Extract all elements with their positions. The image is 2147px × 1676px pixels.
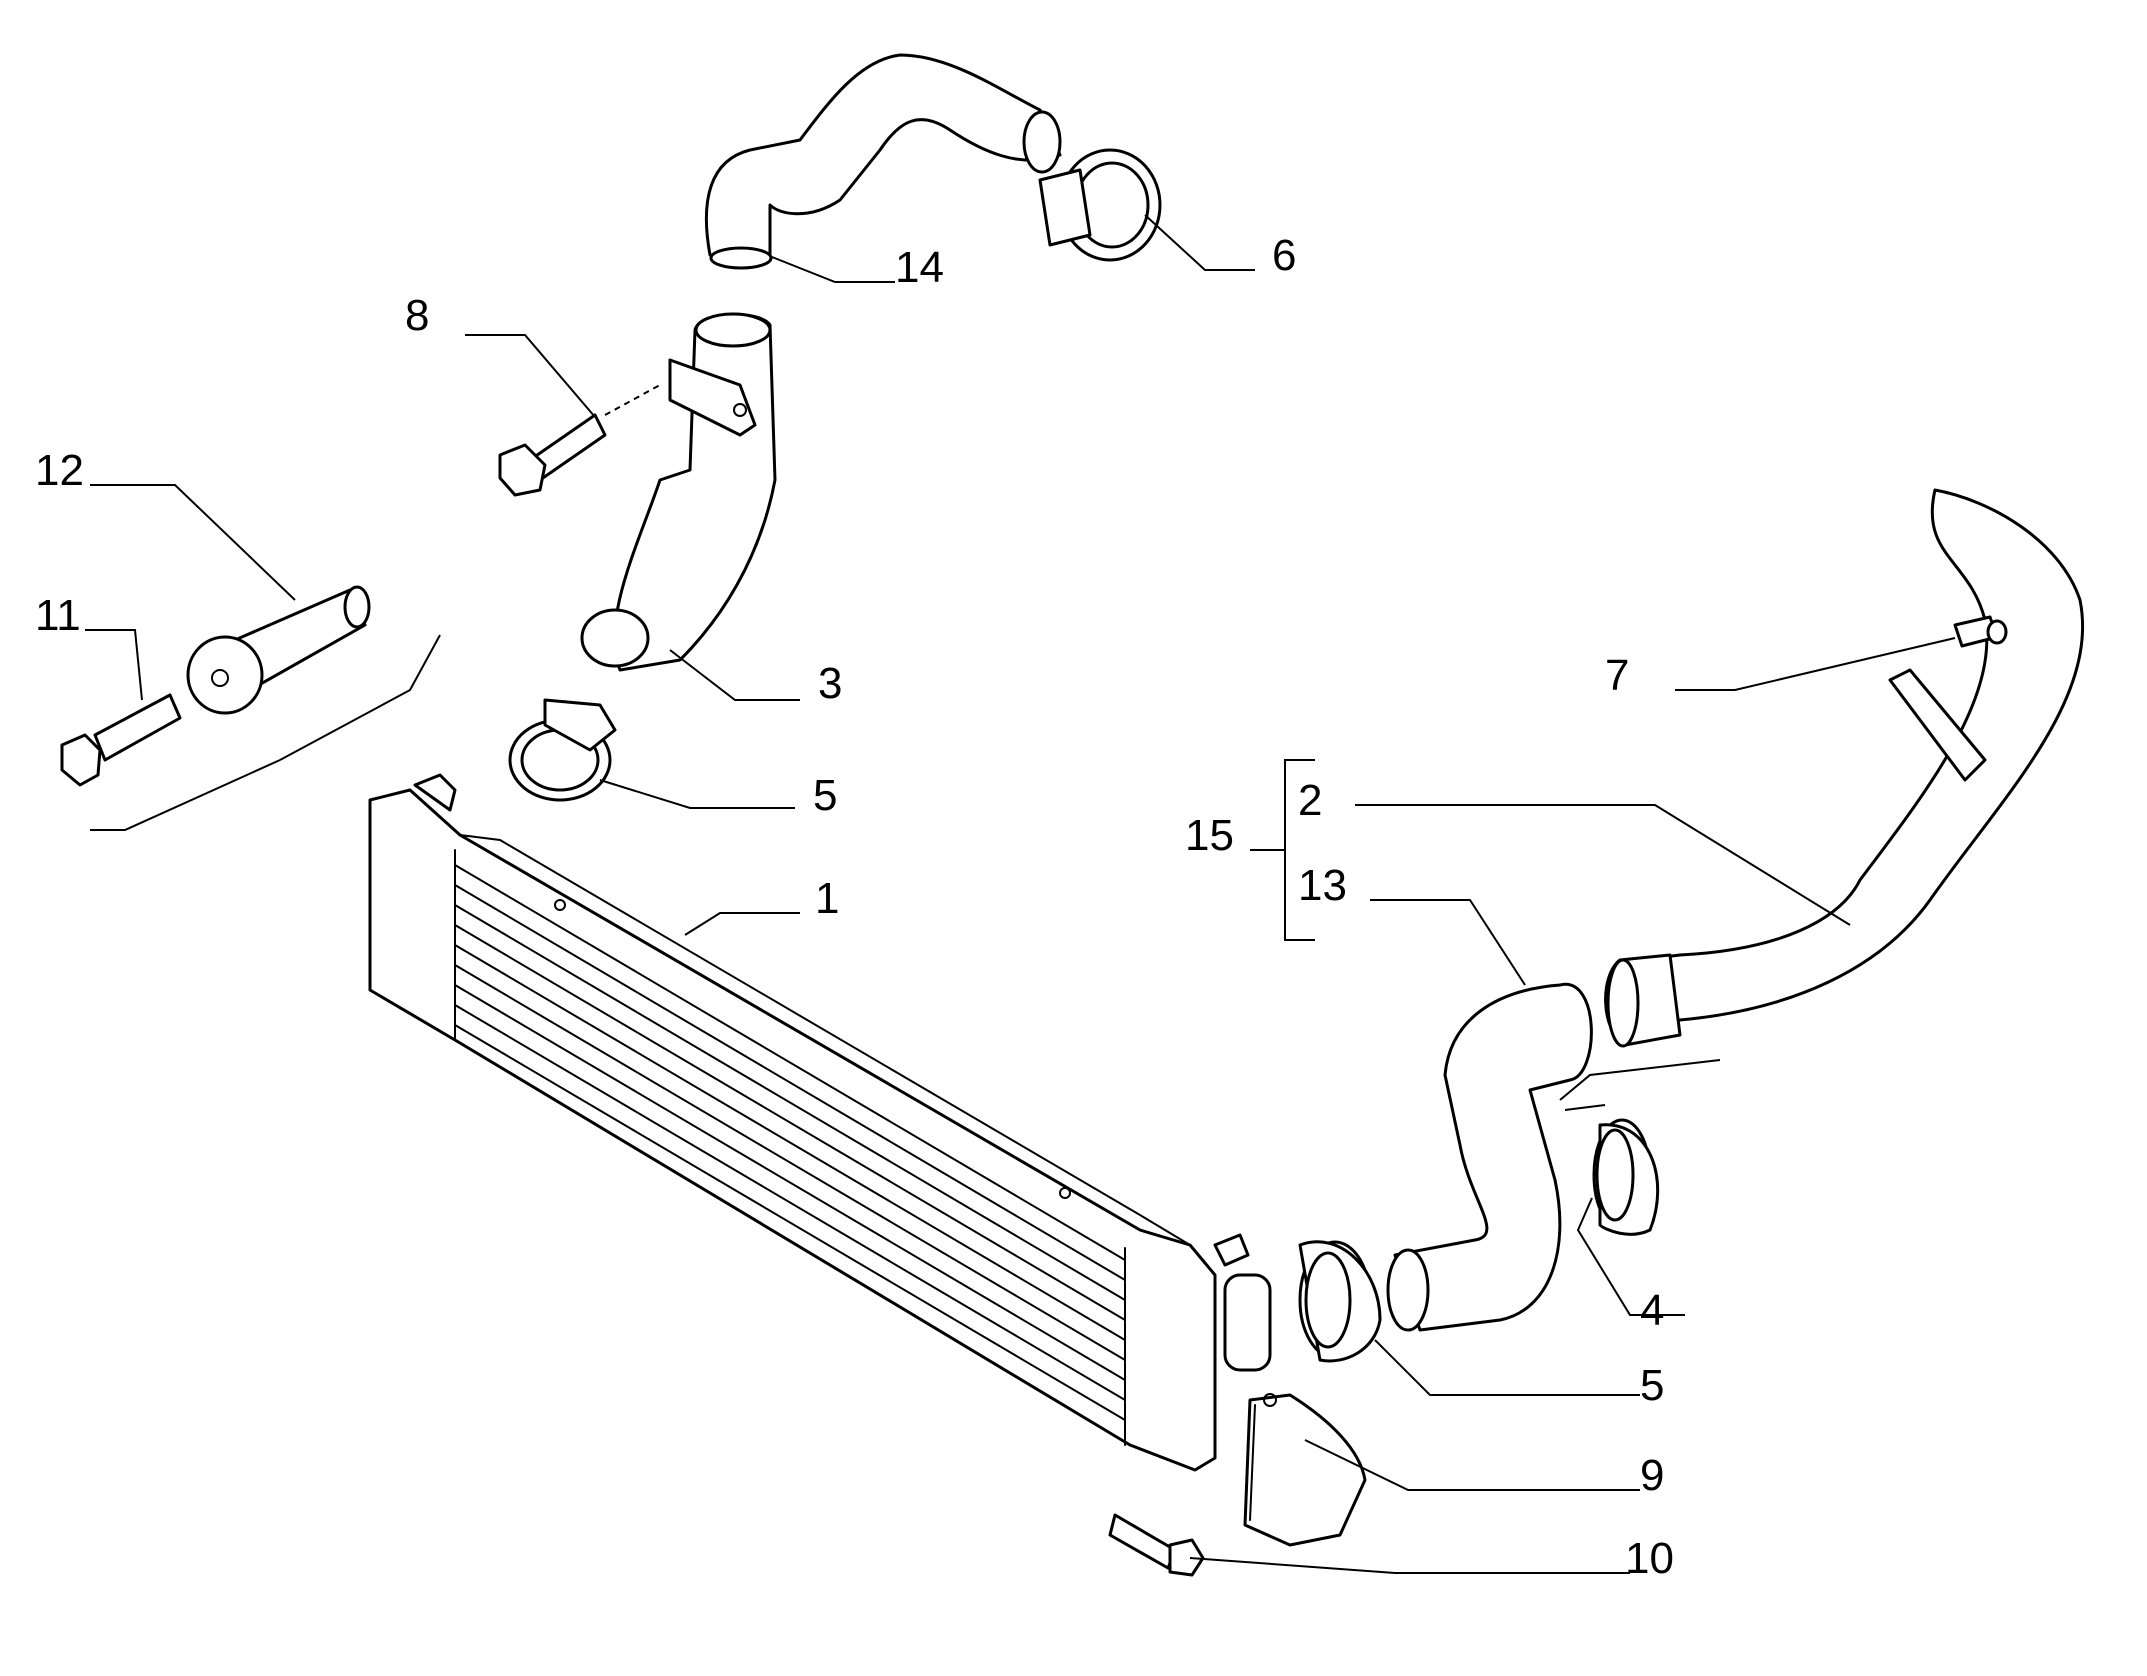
hose-14 [704, 53, 1062, 270]
hose-13 [1386, 982, 1593, 1332]
callout-10: 10 [1625, 1534, 1674, 1583]
callout-5-upper: 5 [813, 771, 837, 820]
hose-3 [580, 312, 777, 672]
bolt-7 [1953, 615, 2008, 648]
leader-lines [85, 214, 1956, 1574]
callout-8: 8 [405, 291, 429, 340]
clamp-5-lower [1298, 1240, 1382, 1363]
bolt-10 [1108, 1513, 1205, 1577]
clamp-5-upper [508, 698, 617, 802]
mounting-lines [90, 384, 1721, 1111]
callout-5-lower: 5 [1640, 1361, 1664, 1410]
callout-11: 11 [35, 591, 81, 640]
callout-6: 6 [1272, 231, 1296, 280]
bolt-11 [60, 693, 182, 787]
callout-12: 12 [35, 446, 84, 495]
callout-9: 9 [1640, 1451, 1664, 1500]
bolt-8 [498, 413, 607, 497]
hose-2 [1604, 488, 2085, 1048]
callout-15: 15 [1185, 811, 1234, 860]
callout-1: 1 [815, 874, 839, 923]
callout-7: 7 [1605, 651, 1629, 700]
callout-3: 3 [818, 659, 842, 708]
callout-2: 2 [1298, 776, 1322, 825]
callout-labels: 1 2 3 4 5 5 6 7 8 9 10 11 12 13 14 15 [35, 231, 1674, 1583]
clamp-4 [1592, 1118, 1660, 1236]
bracket-9 [1243, 1393, 1367, 1547]
callout-14: 14 [895, 243, 944, 292]
callout-13: 13 [1298, 861, 1347, 910]
intercooler [368, 773, 1272, 1472]
clamp-6 [1038, 148, 1162, 262]
bushing-12 [186, 585, 371, 715]
callout-4: 4 [1640, 1286, 1664, 1335]
